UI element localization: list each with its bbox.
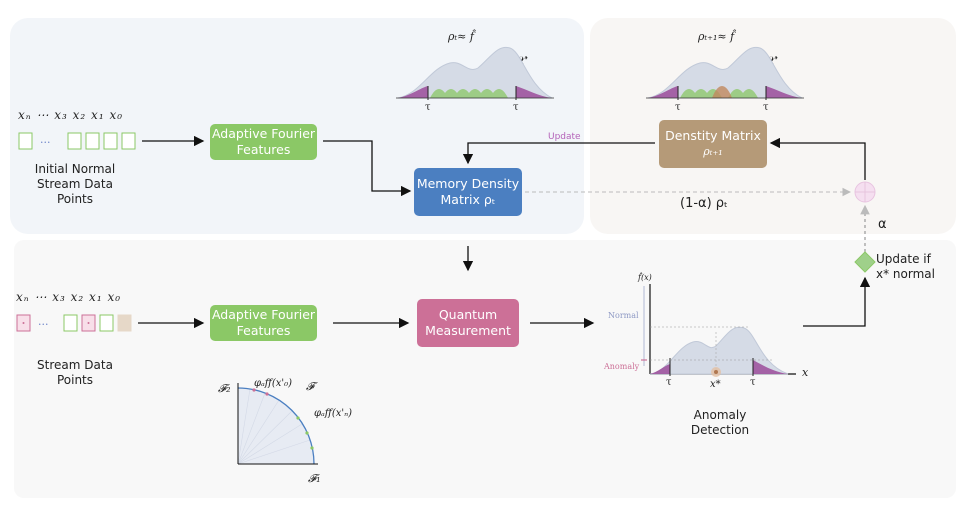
dist-top-label: ρₜ≈ f̂ (447, 30, 476, 43)
svg-text:···: ··· (38, 318, 49, 331)
top-right-distribution: ρₜ₊₁≈ f̂ 𝒳' τ τ (646, 30, 804, 113)
arrow-mixer-to-density (769, 137, 866, 180)
svg-text:τ: τ (763, 102, 769, 113)
alpha-label: α (878, 217, 887, 232)
mix-label: (1-α) ρₜ (680, 196, 728, 211)
plot-y-label: f̂(x) (637, 273, 652, 282)
arrow-aff-to-mem (323, 140, 412, 197)
svg-text:τ: τ (750, 377, 756, 388)
anomaly-label: Anomaly (603, 362, 640, 371)
axis-f2: 𝓕₂ (218, 382, 231, 395)
svg-text:τ: τ (513, 102, 519, 113)
x-star-label: x* (710, 379, 721, 390)
bottom-seq-boxes: ··· (16, 314, 132, 332)
svg-text:τ: τ (666, 377, 672, 388)
aff-box-bottom: Adaptive Fourier Features (210, 305, 317, 341)
top-left-distribution: ρₜ≈ f̂ 𝒳' τ τ (396, 30, 554, 113)
top-seq-boxes: ··· (18, 132, 136, 150)
arrow-update (462, 142, 655, 165)
plot-x-label: x (802, 366, 809, 379)
top-seq-caption: Initial Normal Stream Data Points (34, 162, 116, 206)
phi0-label: φₐff(x'₀) (254, 378, 292, 389)
normal-label: Normal (608, 311, 639, 320)
feature-space-plot: 𝓕₂ 𝓕₁ 𝓕 φₐff(x'₀) φₐff(x'ₙ) (218, 378, 352, 485)
memory-density-matrix-box: Memory Density Matrix ρₜ (414, 168, 522, 216)
density-matrix-box: Denstity Matrix ρₜ₊₁ (659, 120, 767, 168)
aff-box-top: Adaptive Fourier Features (210, 124, 317, 160)
svg-text:τ: τ (425, 102, 431, 113)
dist-top-label-right: ρₜ₊₁≈ f̂ (697, 30, 736, 43)
arrow-detection-to-update (803, 276, 871, 327)
bottom-panel (14, 240, 956, 498)
top-seq-labels: xₙ ⋯ x₃ x₂ x₁ x₀ (18, 108, 124, 122)
anomaly-detection-plot: f̂(x) Normal Anomaly x τ τ x* (603, 273, 809, 390)
bottom-seq-labels: xₙ ⋯ x₃ x₂ x₁ x₀ (16, 290, 122, 304)
svg-text:···: ··· (40, 136, 51, 149)
axis-f1: 𝓕₁ (308, 472, 321, 485)
svg-text:τ: τ (675, 102, 681, 113)
quantum-measurement-box: Quantum Measurement (417, 299, 519, 347)
update-if-caption: Update if x* normal (876, 252, 935, 281)
bottom-seq-caption: Stream Data Points (37, 358, 113, 387)
phin-label: φₐff(x'ₙ) (314, 408, 352, 419)
anomaly-detection-caption: Anomaly Detection (690, 408, 750, 437)
feature-space-label: 𝓕 (306, 380, 318, 393)
top-right-panel (590, 18, 956, 234)
update-label: Update (548, 132, 581, 142)
update-decision-diamond (854, 251, 876, 273)
